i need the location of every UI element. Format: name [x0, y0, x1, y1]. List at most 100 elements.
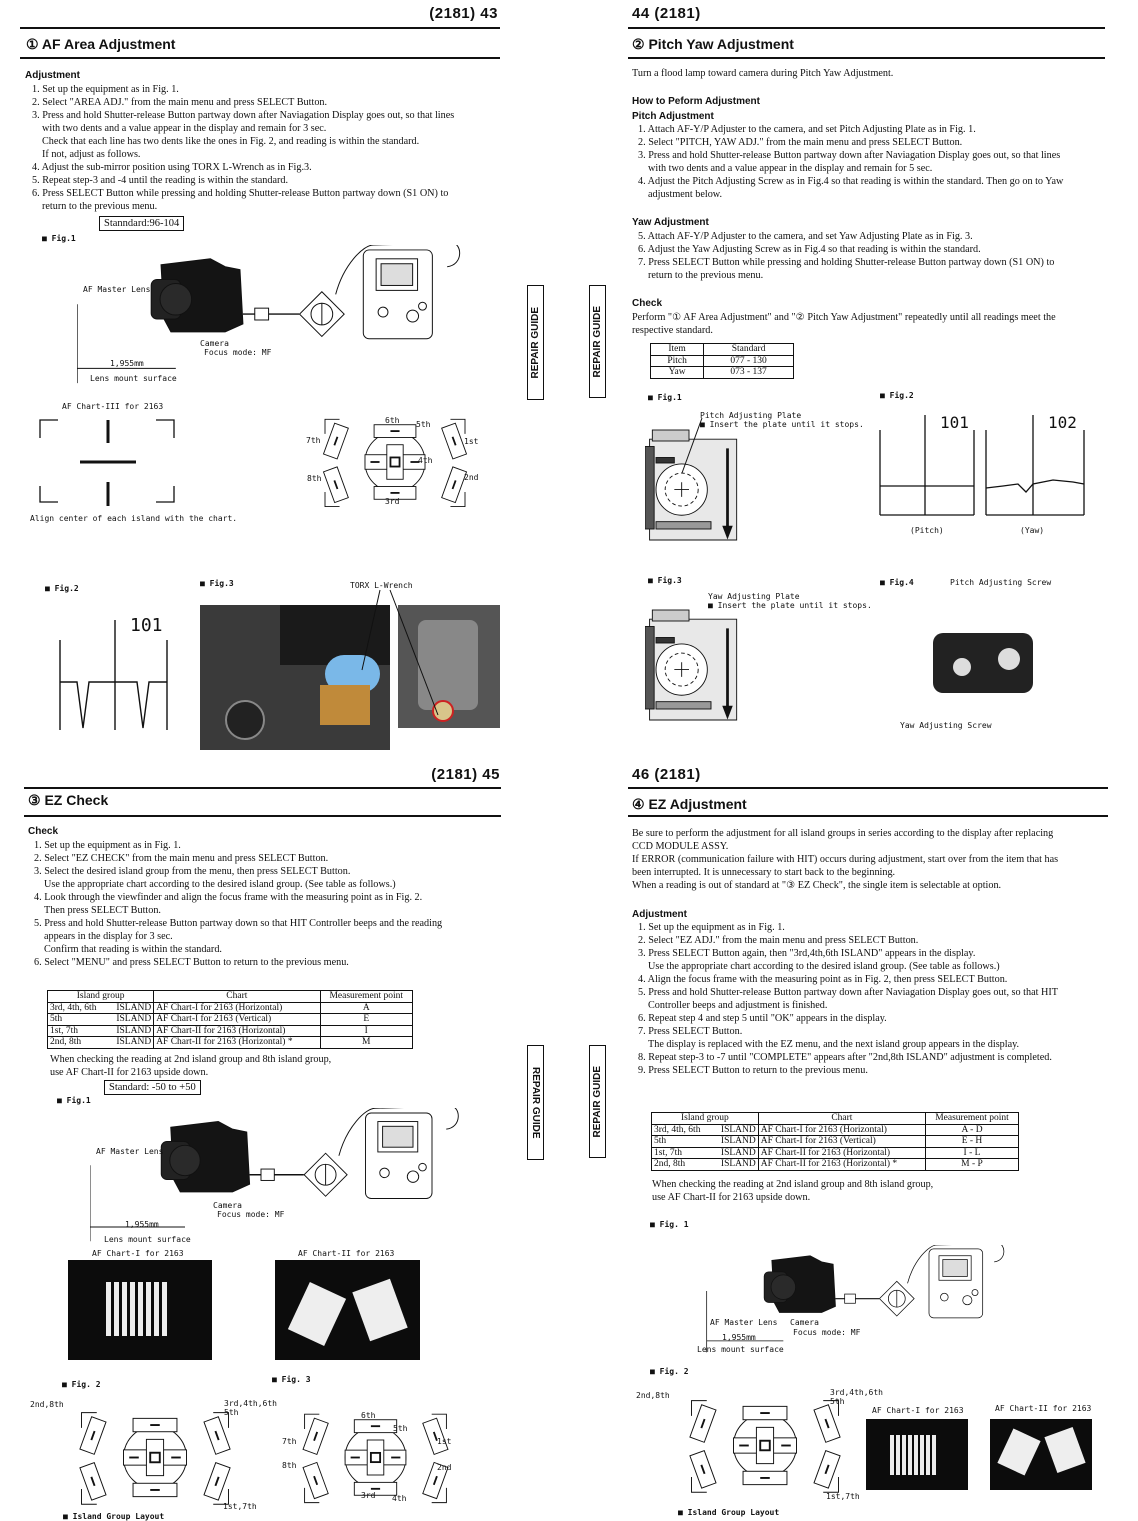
col-header: Measurement point — [319, 990, 413, 1003]
repair-guide-tab: REPAIR GUIDE — [527, 285, 544, 400]
section-title: ③ EZ Check — [28, 792, 109, 808]
cell: AF Chart-II for 2163 (Horizontal) — [757, 1146, 927, 1159]
cell: 5th — [47, 1013, 108, 1026]
cell: 2nd, 8th — [650, 1158, 712, 1171]
group-1st-7th: 1st,7th — [826, 1492, 860, 1501]
intro-line: Be sure to perform the adjustment for al… — [632, 828, 1054, 839]
repair-guide-tab: REPAIR GUIDE — [527, 1045, 544, 1160]
title-rule — [20, 57, 500, 59]
fig-label: ■ Fig.1 — [648, 393, 682, 402]
header-rule — [628, 27, 1105, 29]
step-cont: Then press SELECT Button. — [44, 905, 161, 916]
check-steps: 1. Set up the equipment as in Fig. 1. 2.… — [26, 839, 442, 969]
island-2nd: 2nd — [437, 1463, 452, 1472]
cell: E — [319, 1013, 413, 1026]
camera-label: Camera — [213, 1201, 242, 1210]
check-line: Perform "① AF Area Adjustment" and "② Pi… — [632, 312, 1056, 323]
fig-label: ■ Fig. 2 — [62, 1380, 101, 1389]
step: 3. Press and hold Shutter-release Button… — [32, 110, 455, 121]
dent-graph — [59, 620, 168, 730]
header-rule — [628, 787, 1108, 789]
note-line: When checking the reading at 2nd island … — [50, 1054, 332, 1065]
cell: M — [319, 1036, 413, 1049]
group-1st-7th: 1st,7th — [223, 1502, 257, 1511]
island-8th: 8th — [307, 474, 322, 483]
island-6th: 6th — [385, 416, 400, 425]
fig-label: ■ Fig.1 — [57, 1096, 91, 1105]
leader-line — [681, 417, 703, 474]
subheading: How to Peform Adjustment — [632, 96, 760, 107]
step-cont: The display is replaced with the EZ menu… — [648, 1039, 1020, 1050]
step-cont: adjustment below. — [648, 189, 723, 200]
chart-ii-label: AF Chart-II for 2163 — [995, 1404, 1092, 1413]
chart-i-label: AF Chart-I for 2163 — [872, 1406, 964, 1415]
cell: ISLAND — [107, 1024, 155, 1037]
standard-box: Stanndard:96-104 — [99, 216, 185, 231]
cell: 3rd, 4th, 6th — [47, 1001, 108, 1014]
cell: I - L — [925, 1146, 1019, 1159]
col-header: Island group — [46, 990, 155, 1003]
yaw-caption: (Yaw) — [1020, 526, 1045, 535]
fig-label: ■ Fig. 3 — [272, 1375, 311, 1384]
island-2nd: 2nd — [464, 473, 479, 482]
island-1st: 1st — [464, 437, 479, 446]
step-cont: Confirm that reading is within the stand… — [44, 944, 222, 955]
step: 5. Press and hold Shutter-release Button… — [638, 987, 1058, 998]
standard-box: Standard: -50 to +50 — [104, 1080, 201, 1095]
torx-label: TORX L-Wrench — [350, 581, 413, 590]
group-3rd-4th-6th: 3rd,4th,6th — [830, 1388, 883, 1397]
cell: AF Chart-I for 2163 (Horizontal) — [757, 1123, 927, 1136]
cell: AF Chart-II for 2163 (Horizontal) — [153, 1024, 321, 1037]
group-2nd-8th: 2nd,8th — [636, 1391, 670, 1400]
step: 4. Adjust the Pitch Adjusting Screw as i… — [638, 176, 1064, 187]
title-rule — [24, 815, 501, 817]
fig-label: ■ Fig.4 — [880, 578, 914, 587]
focus-mode-label: Focus mode: MF — [793, 1328, 861, 1337]
header-rule — [24, 787, 501, 789]
distance-label: 1,955mm — [125, 1220, 159, 1229]
header-rule — [20, 27, 500, 29]
group-2nd-8th: 2nd,8th — [30, 1400, 64, 1409]
group-3rd-4th-6th: 3rd,4th,6th — [224, 1399, 277, 1408]
cell: ISLAND — [107, 1001, 155, 1014]
distance-label: 1,955mm — [722, 1333, 756, 1342]
equipment-setup-diagram — [77, 245, 472, 393]
pitch-value: 101 — [940, 413, 969, 432]
fig-label: ■ Fig.2 — [880, 391, 914, 400]
island-5th: 5th — [393, 1424, 408, 1433]
step: 5. Press and hold Shutter-release Button… — [34, 918, 443, 929]
step: 4. Look through the viewfinder and align… — [34, 892, 423, 903]
table-note: When checking the reading at 2nd island … — [50, 1053, 331, 1079]
chart-ii-label: AF Chart-II for 2163 — [298, 1249, 395, 1258]
step: 5. Repeat step-3 and -4 until the readin… — [32, 175, 289, 186]
note-line: use AF Chart-II for 2163 upside down. — [50, 1067, 209, 1078]
insert-note: ■ Insert the plate until it stops. — [700, 420, 864, 429]
lens-mount-label: Lens mount surface — [104, 1235, 191, 1244]
adjustment-steps: 1. Set up the equipment as in Fig. 1. 2.… — [24, 83, 454, 213]
cell: I — [319, 1024, 413, 1037]
cell: 3rd, 4th, 6th — [650, 1123, 712, 1136]
subheading: Pitch Adjustment — [632, 111, 714, 122]
equipment-setup-diagram — [690, 1245, 1030, 1360]
col-header: Island group — [651, 1112, 759, 1125]
step: 7. Press SELECT Button while pressing an… — [638, 257, 1055, 268]
cell: AF Chart-I for 2163 (Vertical) — [757, 1135, 927, 1148]
step-cont: return to the previous menu. — [42, 201, 158, 212]
af-chart-ii-image — [990, 1419, 1092, 1490]
repair-guide-tab: REPAIR GUIDE — [589, 1045, 606, 1158]
table-note: When checking the reading at 2nd island … — [652, 1178, 933, 1204]
step: 6. Press SELECT Button while pressing an… — [32, 188, 449, 199]
equipment-setup-diagram — [90, 1108, 470, 1251]
tab-label: REPAIR GUIDE — [592, 1065, 603, 1138]
tab-label: REPAIR GUIDE — [530, 1066, 541, 1139]
fig-label: ■ Fig.3 — [200, 579, 234, 588]
subheading: Adjustment — [632, 909, 687, 920]
cell: 1st, 7th — [650, 1146, 712, 1159]
